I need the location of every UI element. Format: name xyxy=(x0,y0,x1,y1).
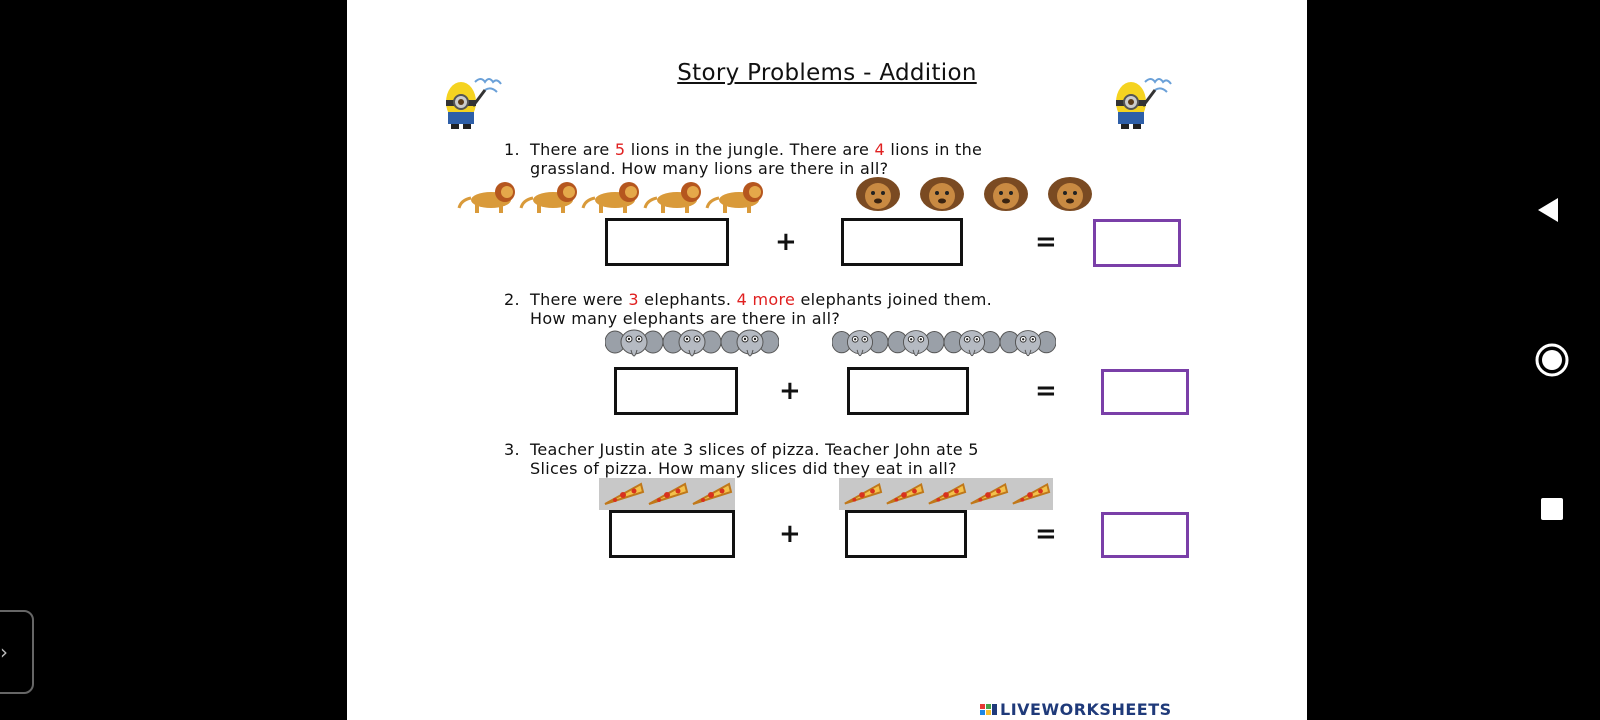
lion-cartoon-icon xyxy=(643,182,701,213)
q3-plus-sign: + xyxy=(779,519,801,549)
q2-answer-input[interactable] xyxy=(1101,369,1189,415)
q1-addend-b-input[interactable] xyxy=(841,218,963,266)
q2-addend-a-input[interactable] xyxy=(614,367,738,415)
elephant-icon xyxy=(605,329,663,357)
elephant-icon xyxy=(1000,330,1056,357)
lion-photo-icon xyxy=(1048,177,1092,211)
question-3: 3.Teacher Justin ate 3 slices of pizza. … xyxy=(504,440,979,478)
elephant-icon xyxy=(832,330,888,357)
pizza-group-a xyxy=(599,478,735,510)
minion-right-icon xyxy=(1116,78,1172,129)
brand-name: LIVEWORKSHEETS xyxy=(1000,700,1172,719)
q1-plus-sign: + xyxy=(775,227,797,257)
q2-addend-b-input[interactable] xyxy=(847,367,969,415)
pizza-group-b xyxy=(839,478,1053,510)
question-2: 2.There were 3 elephants. 4 more elephan… xyxy=(504,290,993,328)
lion-photo-icon xyxy=(920,177,964,211)
elephant-group-b xyxy=(832,328,1056,364)
q3-addend-a-input[interactable] xyxy=(609,510,735,558)
elephant-group-a xyxy=(605,328,779,364)
elephant-icon xyxy=(721,329,779,357)
lion-photo-icon xyxy=(984,177,1028,211)
home-circle-icon[interactable] xyxy=(1534,342,1570,378)
lion-photo-icon xyxy=(856,177,900,211)
q1-answer-input[interactable] xyxy=(1093,219,1181,267)
recents-square-icon[interactable] xyxy=(1540,497,1564,521)
q2-plus-sign: + xyxy=(779,376,801,406)
lion-cartoon-icon xyxy=(581,182,639,213)
elephant-icon xyxy=(944,330,1000,357)
liveworksheets-logo: LIVEWORKSHEETS xyxy=(980,700,1172,719)
pizza-slice-icon xyxy=(1012,483,1051,505)
minion-left-icon xyxy=(446,78,502,129)
lion-cartoon-group xyxy=(457,180,765,214)
lion-cartoon-icon xyxy=(519,182,577,213)
q2-equals-sign: = xyxy=(1035,376,1057,406)
q1-addend-a-input[interactable] xyxy=(605,218,729,266)
chevron-right-icon: › xyxy=(0,640,8,664)
lion-cartoon-icon xyxy=(705,182,763,213)
worksheet-page: Story Problems - Addition 1.There are 5 … xyxy=(347,0,1307,720)
question-1: 1.There are 5 lions in the jungle. There… xyxy=(504,140,983,178)
pizza-slice-icon xyxy=(604,482,645,505)
q3-addend-b-input[interactable] xyxy=(845,510,967,558)
lion-cartoon-icon xyxy=(457,182,515,213)
pizza-slice-icon xyxy=(970,483,1009,505)
pizza-slice-icon xyxy=(648,482,689,505)
q3-answer-input[interactable] xyxy=(1101,512,1189,558)
elephant-icon xyxy=(663,329,721,357)
pizza-slice-icon xyxy=(692,482,733,505)
back-triangle-icon[interactable] xyxy=(1536,197,1560,223)
q3-equals-sign: = xyxy=(1035,519,1057,549)
elephant-icon xyxy=(888,330,944,357)
pizza-slice-icon xyxy=(928,483,967,505)
liveworksheets-mark-icon xyxy=(980,704,997,715)
pizza-slice-icon xyxy=(886,483,925,505)
side-panel-toggle[interactable]: › xyxy=(0,610,34,694)
q1-equals-sign: = xyxy=(1035,227,1057,257)
worksheet-title: Story Problems - Addition xyxy=(677,60,977,86)
pizza-slice-icon xyxy=(844,483,883,505)
lion-photo-group xyxy=(852,176,1096,214)
